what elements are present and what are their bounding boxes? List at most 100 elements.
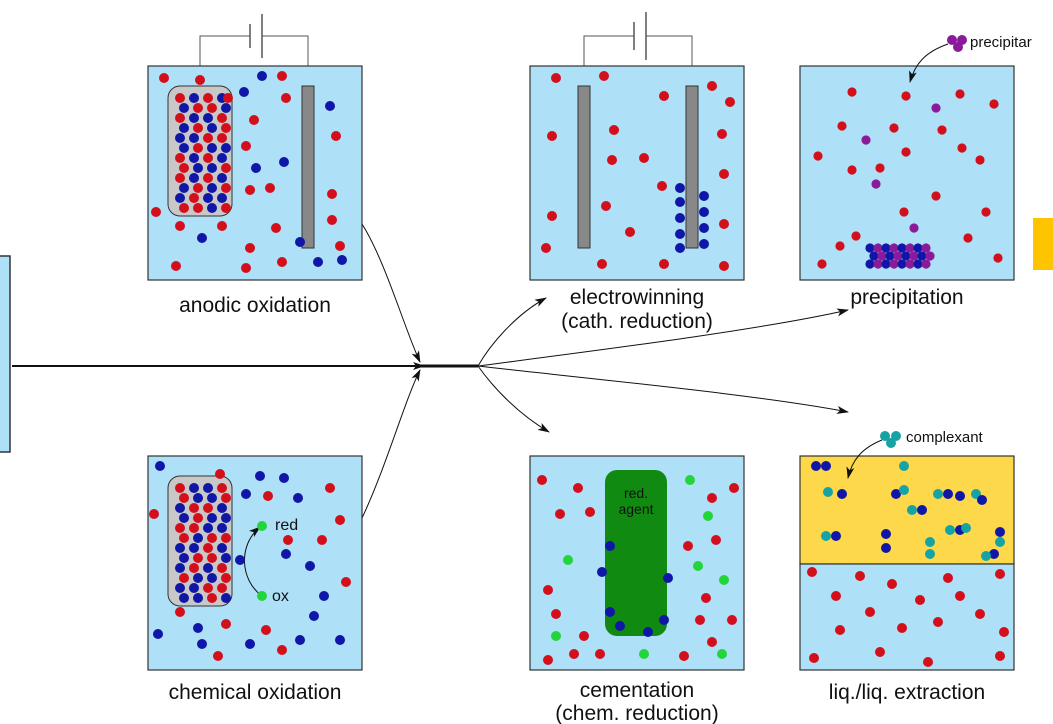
ion-dot (837, 489, 847, 499)
ion-dot (207, 123, 217, 133)
ion-dot (179, 493, 189, 503)
ion-dot (195, 75, 205, 85)
ion-dot (995, 569, 1005, 579)
ion-dot (551, 609, 561, 619)
ion-group (537, 475, 739, 665)
panel-cementation: red. agent cementation (chem. reduction) (529, 455, 745, 724)
ion-dot (693, 561, 703, 571)
ion-dot (179, 183, 189, 193)
ion-dot (865, 243, 875, 253)
ion-dot (547, 211, 557, 221)
ion-dot (711, 535, 721, 545)
ion-dot (221, 143, 231, 153)
ion-dot (257, 591, 267, 601)
ion-dot (241, 141, 251, 151)
ion-dot (159, 73, 169, 83)
ion-dot (909, 223, 919, 233)
ion-group (541, 71, 735, 271)
ion-dot (217, 563, 227, 573)
ion-dot (203, 503, 213, 513)
ion-dot (221, 123, 231, 133)
ion-dot (685, 475, 695, 485)
ion-dot (151, 207, 161, 217)
ion-dot (963, 233, 973, 243)
ion-dot (881, 529, 891, 539)
panel-label-line2: (chem. reduction) (555, 702, 718, 724)
ion-dot (835, 625, 845, 635)
ion-dot (217, 133, 227, 143)
ion-dot (263, 491, 273, 501)
ion-group (813, 87, 1003, 269)
ion-dot (217, 221, 227, 231)
ion-dot (271, 223, 281, 233)
ion-dot (925, 549, 935, 559)
ion-dot (707, 637, 717, 647)
ion-dot (193, 573, 203, 583)
ion-dot (901, 147, 911, 157)
solution-tank (529, 65, 745, 281)
ion-dot (913, 243, 923, 253)
ion-dot (699, 223, 709, 233)
ion-dot (197, 233, 207, 243)
ion-dot (809, 653, 819, 663)
ion-dot (889, 259, 899, 269)
ion-dot (179, 533, 189, 543)
ion-dot (955, 591, 965, 601)
ion-dot (245, 639, 255, 649)
ion-dot (943, 573, 953, 583)
ion-dot (699, 191, 709, 201)
ion-dot (659, 259, 669, 269)
ion-dot (241, 263, 251, 273)
ion-dot (179, 513, 189, 523)
ion-dot (179, 573, 189, 583)
ion-dot (279, 157, 289, 167)
ion-dot (175, 153, 185, 163)
ion-dot (193, 123, 203, 133)
ion-dot (335, 241, 345, 251)
ion-dot (615, 621, 625, 631)
flow-to-extraction (477, 365, 849, 414)
ion-dot (555, 509, 565, 519)
ion-dot (865, 259, 875, 269)
reaction-arrow (244, 526, 263, 597)
ion-dot (831, 591, 841, 601)
ion-dot (945, 525, 955, 535)
panel-label-line1: cementation (580, 679, 694, 702)
ion-dot (281, 549, 291, 559)
ion-dot (179, 203, 189, 213)
ion-dot (221, 163, 231, 173)
flow-to-cementation (477, 365, 550, 433)
ion-dot (625, 227, 635, 237)
panel-anodic-oxidation: anodic oxidation (147, 14, 363, 317)
ion-dot (197, 639, 207, 649)
ion-dot (277, 71, 287, 81)
ion-dot (675, 197, 685, 207)
ox-label: ox (272, 588, 289, 605)
ion-dot (245, 185, 255, 195)
ion-dot (203, 563, 213, 573)
ion-dot (189, 93, 199, 103)
ion-dot (189, 133, 199, 143)
ion-dot (701, 593, 711, 603)
ion-dot (207, 573, 217, 583)
ion-dot (257, 521, 267, 531)
ion-dot (175, 583, 185, 593)
ion-dot (547, 131, 557, 141)
ion-dot (175, 133, 185, 143)
ion-dot (835, 241, 845, 251)
ion-dot (981, 551, 991, 561)
ion-dot (309, 611, 319, 621)
ion-dot (217, 523, 227, 533)
ion-dot (901, 91, 911, 101)
ion-dot (961, 523, 971, 533)
ion-group (807, 461, 1009, 667)
ion-dot (607, 155, 617, 165)
molecule-icon (880, 431, 901, 448)
panel-label: precipitation (850, 286, 963, 309)
ion-dot (807, 567, 817, 577)
cathode-electrode (685, 85, 699, 249)
ion-dot (179, 103, 189, 113)
ion-dot (585, 507, 595, 517)
ion-dot (659, 91, 669, 101)
